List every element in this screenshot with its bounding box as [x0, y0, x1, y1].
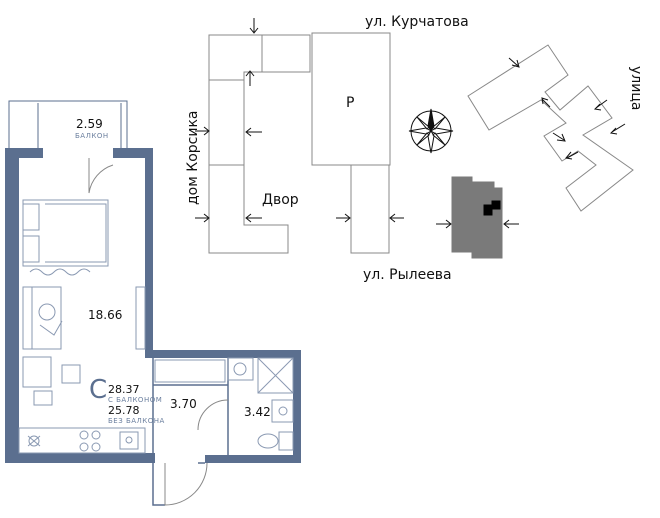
- entrance-arrows: [195, 18, 626, 229]
- balcony-caption: БАЛКОН: [75, 132, 109, 140]
- bath-sink-icon: [271, 399, 294, 423]
- entrance-arrow-icon: [195, 126, 210, 136]
- building-east-block: [467, 44, 634, 212]
- street-north-label: ул. Курчатова: [365, 14, 469, 30]
- entrance-arrow-icon: [389, 213, 404, 223]
- shower-icon: [257, 357, 294, 394]
- with-balcony-caption: С БАЛКОНОМ: [108, 396, 163, 404]
- balcony-area: 2.59: [76, 117, 103, 131]
- yard-label: Двор: [262, 192, 299, 208]
- balcony-outline: [8, 100, 128, 148]
- walls: [5, 148, 301, 463]
- doors: [88, 158, 229, 506]
- furniture: [18, 199, 294, 454]
- entrance-arrow-icon: [245, 213, 262, 223]
- entrance-arrow-icon: [249, 18, 259, 34]
- highlight-building-marker: [483, 200, 501, 216]
- toilet-icon: [257, 431, 294, 451]
- entrance-arrow-icon: [593, 99, 608, 111]
- entrance-arrow-icon: [609, 123, 626, 135]
- without-balcony-caption: БЕЗ БАЛКОНА: [108, 417, 165, 425]
- hallway-area: 3.70: [170, 397, 197, 411]
- bathroom-area: 3.42: [244, 405, 271, 419]
- highlight-building: [451, 176, 503, 259]
- entrance-arrow-icon: [541, 97, 551, 108]
- entrance-arrow-icon: [508, 57, 520, 68]
- hallway-shelf: [154, 359, 226, 383]
- apartment-plan: [5, 100, 301, 506]
- entrance-arrow-icon: [336, 213, 351, 223]
- balcony-door: [88, 158, 114, 194]
- entrance-arrow-icon: [245, 127, 262, 137]
- washing-machine-icon: [227, 357, 254, 381]
- apartment-type-letter: C: [89, 375, 108, 405]
- street-east-label: улица: [628, 66, 644, 111]
- tv-stand: [135, 286, 146, 350]
- total-with-balcony: 28.37: [108, 383, 140, 396]
- compass-rose-icon: [408, 108, 454, 154]
- sink-icon: [119, 431, 139, 450]
- building-south-small: [350, 164, 390, 254]
- total-without-balcony: 25.78: [108, 404, 140, 417]
- entrance-arrow-icon: [565, 151, 579, 160]
- site-plan: [208, 32, 634, 259]
- entrance-arrow-icon: [503, 219, 519, 229]
- table-icon: [22, 356, 81, 406]
- entrance-arrow-icon: [195, 213, 210, 223]
- stove-icon: [27, 435, 41, 447]
- bathroom-door: [197, 399, 229, 431]
- sofa-icon: [22, 286, 63, 350]
- living-room-area: 18.66: [88, 308, 123, 322]
- street-south-label: ул. Рылеева: [363, 267, 452, 283]
- entrance-arrow-icon: [245, 70, 255, 86]
- entrance-arrow-icon: [552, 132, 566, 142]
- kitchen-counter: [18, 427, 146, 454]
- entrance-door: [164, 462, 208, 506]
- building-west-block: [208, 34, 311, 254]
- parking-label: P: [346, 95, 355, 111]
- street-west-label: дом Корсика: [185, 110, 201, 205]
- entrance-arrow-icon: [436, 219, 452, 229]
- partitions: [152, 358, 229, 506]
- bed-icon: [22, 199, 109, 276]
